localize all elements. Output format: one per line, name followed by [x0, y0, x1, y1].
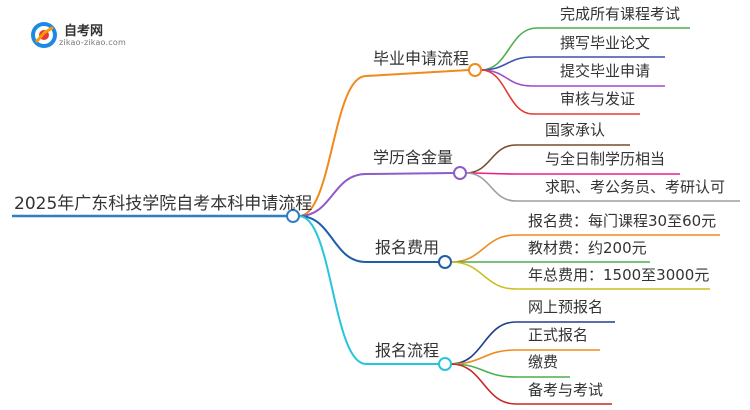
root-topic[interactable]: 2025年广东科技学院自考本科申请流程	[14, 194, 313, 214]
leaf-topic[interactable]: 教材费：约200元	[528, 239, 647, 257]
logo-url: zikao-zikao.com	[59, 38, 126, 47]
branch-connector	[298, 215, 367, 263]
leaf-topic[interactable]: 提交毕业申请	[560, 62, 651, 80]
root-node[interactable]	[286, 209, 300, 223]
branch-topic[interactable]: 毕业申请流程	[373, 49, 470, 68]
leaf-connector	[480, 27, 538, 71]
leaf-connector	[465, 144, 517, 174]
leaf-connector	[465, 172, 517, 202]
leaf-topic[interactable]: 完成所有课程考试	[560, 5, 681, 23]
leaf-topic[interactable]: 报名费：每门课程30至60元	[528, 212, 717, 230]
leaf-topic[interactable]: 求职、考公务员、考研认可	[545, 178, 726, 196]
branch-underline	[365, 172, 455, 175]
branch-node[interactable]	[468, 63, 482, 77]
logo-title: 自考网	[64, 24, 104, 39]
leaf-connector	[450, 261, 517, 290]
logo-icon	[31, 22, 57, 48]
leaf-topic[interactable]: 正式报名	[528, 326, 589, 344]
leaf-topic[interactable]: 年总费用：1500至3000元	[528, 266, 710, 284]
branch-connector	[298, 215, 367, 365]
branch-connector	[298, 173, 367, 217]
leaf-connector	[450, 363, 517, 405]
branch-topic[interactable]: 学历含金量	[373, 148, 454, 167]
branch-connector	[298, 75, 367, 217]
leaf-connector	[450, 234, 517, 263]
branch-topic[interactable]: 报名流程	[375, 341, 440, 360]
leaf-topic[interactable]: 备考与考试	[528, 381, 604, 399]
branch-topic[interactable]: 报名费用	[375, 238, 440, 257]
branch-node[interactable]	[438, 255, 452, 269]
leaf-connector	[480, 69, 533, 87]
leaf-topic[interactable]: 审核与发证	[560, 90, 636, 108]
leaf-topic[interactable]: 与全日制学历相当	[545, 150, 666, 168]
leaf-topic[interactable]: 国家承认	[545, 121, 606, 139]
branch-underline	[365, 69, 470, 77]
leaf-connector	[450, 321, 517, 365]
leaf-topic[interactable]: 撰写毕业论文	[560, 34, 651, 52]
leaf-topic[interactable]: 网上预报名	[528, 298, 604, 316]
leaf-connector	[480, 69, 534, 115]
leaf-topic[interactable]: 缴费	[528, 353, 559, 371]
site-logo[interactable]: 自考网 zikao-zikao.com	[28, 18, 148, 54]
branch-node[interactable]	[453, 166, 467, 180]
branch-node[interactable]	[438, 357, 452, 371]
